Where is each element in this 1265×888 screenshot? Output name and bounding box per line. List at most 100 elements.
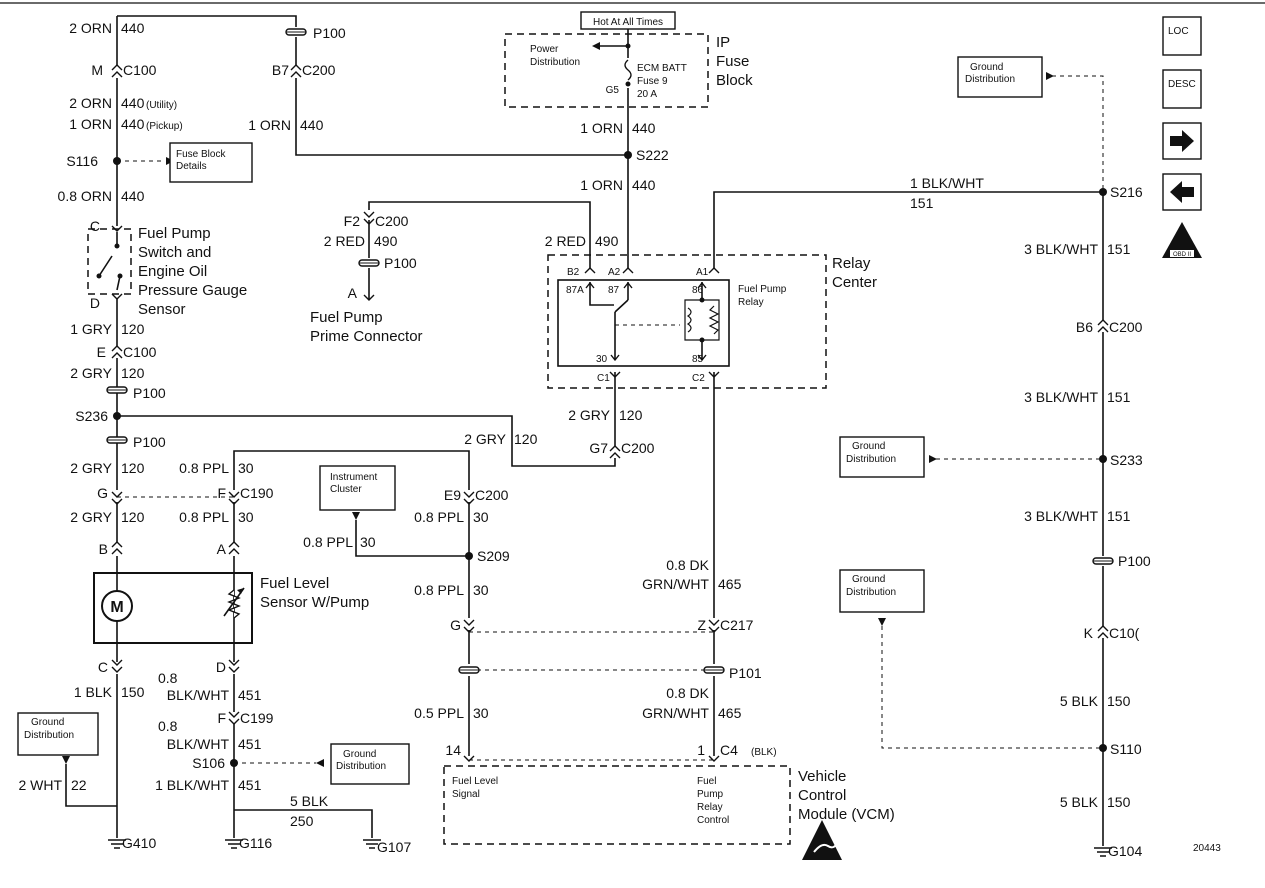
svg-text:C: C	[90, 218, 100, 234]
svg-text:1 BLK/WHT: 1 BLK/WHT	[155, 777, 229, 793]
svg-text:14: 14	[445, 742, 461, 758]
svg-text:Control: Control	[798, 787, 846, 804]
svg-text:Ground: Ground	[970, 62, 1003, 73]
ground-symbols	[108, 839, 1112, 857]
loc-icon[interactable]	[1162, 16, 1202, 56]
svg-text:Distribution: Distribution	[24, 730, 74, 741]
svg-text:G: G	[97, 485, 108, 501]
svg-text:BLK/WHT: BLK/WHT	[167, 687, 230, 703]
svg-text:0.5 PPL: 0.5 PPL	[414, 705, 464, 721]
svg-text:F2: F2	[344, 213, 361, 229]
svg-text:C10(: C10(	[1109, 625, 1140, 641]
svg-text:0.8 ORN: 0.8 ORN	[58, 188, 112, 204]
svg-text:C100: C100	[123, 344, 157, 360]
svg-text:B: B	[99, 541, 108, 557]
svg-text:22: 22	[71, 777, 87, 793]
svg-text:440: 440	[632, 120, 656, 136]
svg-text:3 BLK/WHT: 3 BLK/WHT	[1024, 508, 1098, 524]
svg-text:Fuel Pump: Fuel Pump	[138, 225, 211, 242]
svg-text:Hot At All Times: Hot At All Times	[593, 17, 663, 28]
wires	[65, 15, 1104, 846]
svg-text:F: F	[217, 485, 226, 501]
svg-text:490: 490	[374, 233, 398, 249]
svg-text:A1: A1	[696, 267, 709, 278]
svg-text:Relay: Relay	[738, 297, 764, 308]
svg-text:2 GRY: 2 GRY	[70, 365, 112, 381]
svg-text:Fuel Pump: Fuel Pump	[310, 309, 383, 326]
svg-text:C199: C199	[240, 710, 274, 726]
ground-distribution-box-s106[interactable]	[330, 743, 410, 785]
svg-text:P100: P100	[313, 25, 346, 41]
svg-text:30: 30	[473, 705, 489, 721]
desc-icon[interactable]	[1162, 69, 1202, 109]
svg-text:Distribution: Distribution	[846, 454, 896, 465]
svg-text:1 ORN: 1 ORN	[69, 116, 112, 132]
ground-distribution-box-s110[interactable]	[839, 569, 925, 613]
svg-text:1 GRY: 1 GRY	[70, 321, 112, 337]
svg-text:30: 30	[596, 354, 608, 365]
svg-text:A: A	[348, 285, 358, 301]
svg-text:C200: C200	[621, 440, 655, 456]
svg-text:ECM BATT: ECM BATT	[637, 63, 687, 74]
arrow-left-icon	[1170, 181, 1194, 203]
svg-text:S233: S233	[1110, 452, 1143, 468]
level-sensor-resistor-icon	[227, 589, 241, 619]
obd-ii-icon	[1162, 222, 1202, 258]
pressure-switch-symbol	[96, 232, 123, 291]
splice-s116: S116	[66, 153, 98, 169]
ground-distribution-box-top[interactable]	[957, 56, 1043, 98]
svg-text:C1: C1	[597, 373, 610, 384]
svg-text:151: 151	[1107, 241, 1131, 257]
svg-text:151: 151	[1107, 389, 1131, 405]
svg-text:(Pickup): (Pickup)	[146, 121, 183, 132]
fuel-level-sensor-box	[93, 572, 253, 644]
relay-center-outline	[547, 254, 827, 389]
svg-text:451: 451	[238, 777, 262, 793]
svg-text:1: 1	[697, 742, 705, 758]
fuse-block-details-box[interactable]	[169, 142, 253, 183]
svg-text:C100: C100	[123, 62, 157, 78]
svg-text:85: 85	[692, 354, 704, 365]
dashed-leaders	[117, 75, 1104, 764]
svg-text:A: A	[217, 541, 227, 557]
ground-distribution-box-s233[interactable]	[839, 436, 925, 478]
svg-text:GRN/WHT: GRN/WHT	[642, 576, 709, 592]
svg-text:5 BLK: 5 BLK	[1060, 794, 1099, 810]
fuse-icon	[624, 59, 632, 81]
svg-text:Switch and: Switch and	[138, 244, 211, 261]
splice-dots	[113, 151, 1107, 767]
svg-text:0.8 DK: 0.8 DK	[666, 557, 709, 573]
svg-text:C200: C200	[302, 62, 336, 78]
svg-text:P100: P100	[384, 255, 417, 271]
svg-text:C200: C200	[475, 487, 509, 503]
svg-text:C217: C217	[720, 617, 754, 633]
svg-text:P100: P100	[133, 434, 166, 450]
ip-fuse-block-outline	[504, 33, 709, 108]
svg-text:Power: Power	[530, 44, 559, 55]
svg-text:C190: C190	[240, 485, 274, 501]
ground-distribution-box-left[interactable]	[17, 712, 99, 756]
vcm-outline	[443, 765, 791, 845]
svg-text:Ground: Ground	[852, 574, 885, 585]
svg-text:440: 440	[121, 20, 145, 36]
svg-text:2 GRY: 2 GRY	[568, 407, 610, 423]
svg-text:C200: C200	[375, 213, 409, 229]
svg-text:Pump: Pump	[697, 789, 724, 800]
svg-text:G104: G104	[1108, 843, 1142, 859]
svg-text:E9: E9	[444, 487, 461, 503]
svg-text:C2: C2	[692, 373, 705, 384]
svg-text:440: 440	[121, 95, 145, 111]
svg-text:151: 151	[910, 195, 934, 211]
svg-text:87: 87	[608, 285, 620, 296]
svg-text:D: D	[216, 659, 226, 675]
svg-text:Cluster: Cluster	[330, 484, 362, 495]
fuel-pump-switch-outline	[87, 228, 132, 295]
svg-text:1 ORN: 1 ORN	[248, 117, 291, 133]
svg-text:440: 440	[121, 188, 145, 204]
svg-text:120: 120	[619, 407, 643, 423]
svg-text:2 ORN: 2 ORN	[69, 95, 112, 111]
svg-text:S216: S216	[1110, 184, 1143, 200]
svg-text:S106: S106	[192, 755, 225, 771]
svg-text:Relay: Relay	[697, 802, 723, 813]
svg-text:120: 120	[121, 460, 145, 476]
